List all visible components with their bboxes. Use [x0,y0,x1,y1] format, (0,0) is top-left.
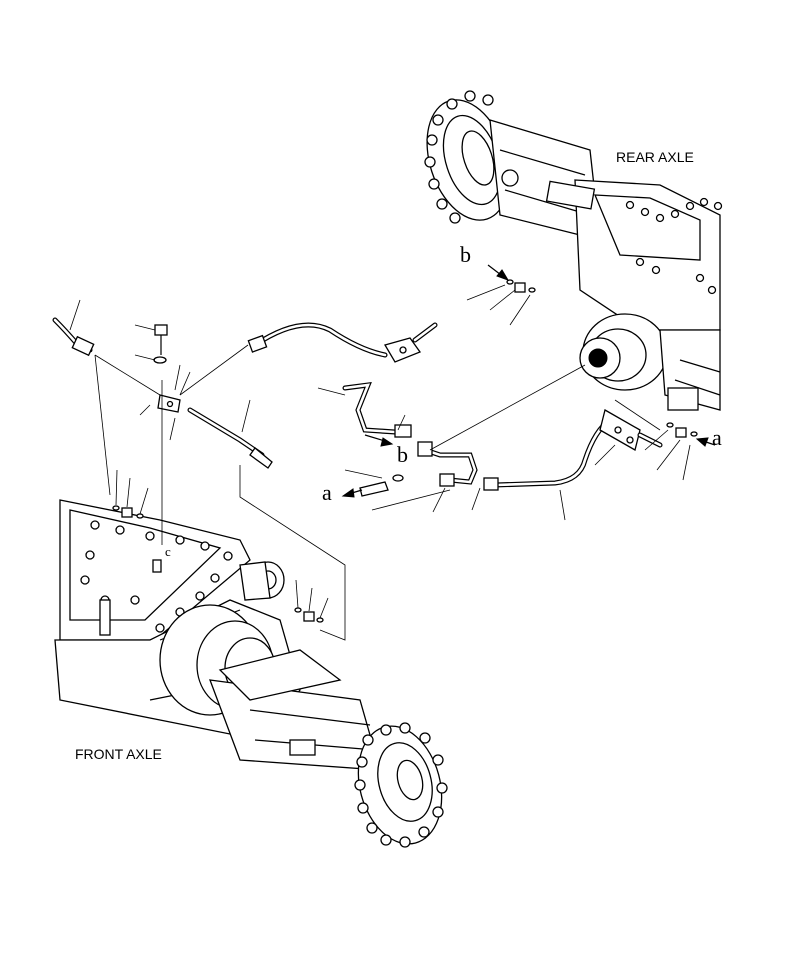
ref-letter-c: c [165,544,171,559]
front-axle-label: FRONT AXLE [75,746,162,762]
ref-letter-b-top: b [460,242,471,267]
rear-housing-bolts [625,197,723,295]
rear-axle-label: REAR AXLE [616,149,694,165]
front-axle-assembly [54,499,448,848]
direction-arrows [341,264,716,498]
fitting-parts [112,279,698,623]
brake-piping [52,317,663,491]
ref-letter-b-mid: b [397,442,408,467]
ref-letter-a-right: a [712,425,722,450]
front-hub-bolts [354,722,448,848]
leader-lines [69,284,691,641]
ref-letter-a-left: a [322,480,332,505]
rear-hub-bolts [424,90,494,224]
rear-axle-assembly [424,90,723,411]
